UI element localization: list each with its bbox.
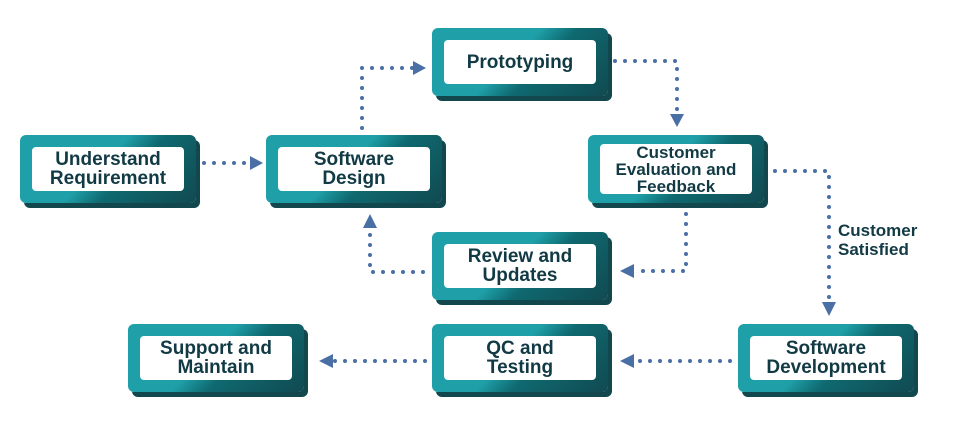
connector-prototyping-to-evaluation — [613, 59, 679, 116]
connector-evaluation-to-review — [632, 212, 688, 273]
arrow-evaluation-to-review — [620, 264, 634, 278]
node-qc-testing-inner: QC and Testing — [444, 336, 596, 380]
arrow-design-to-prototyping — [413, 61, 426, 75]
node-customer-evaluation: Customer Evaluation and Feedback — [588, 135, 764, 203]
node-support-maintain-inner: Support and Maintain — [140, 336, 292, 380]
node-customer-evaluation-inner: Customer Evaluation and Feedback — [600, 142, 752, 196]
node-software-development-label: Software Development — [766, 338, 886, 378]
arrow-prototyping-to-evaluation — [670, 114, 684, 127]
connector-evaluation-to-development — [773, 169, 831, 304]
node-review-updates: Review and Updates — [432, 232, 608, 300]
node-review-updates-inner: Review and Updates — [444, 244, 596, 288]
arrow-development-to-qc — [620, 354, 634, 368]
node-prototyping-inner: Prototyping — [444, 40, 596, 84]
node-understand-requirement: Understand Requirement — [20, 135, 196, 203]
node-customer-evaluation-label: Customer Evaluation and Feedback — [615, 142, 737, 196]
arrow-evaluation-to-development — [822, 302, 836, 316]
connector-review-to-design — [368, 226, 425, 274]
arrow-qc-to-support — [319, 354, 333, 368]
node-understand-requirement-inner: Understand Requirement — [32, 147, 184, 191]
node-software-design-label: Software Design — [313, 149, 395, 189]
node-prototyping-label: Prototyping — [466, 51, 574, 73]
node-support-maintain: Support and Maintain — [128, 324, 304, 392]
node-software-development: Software Development — [738, 324, 914, 392]
node-software-design-inner: Software Design — [278, 147, 430, 191]
node-qc-testing: QC and Testing — [432, 324, 608, 392]
arrow-understand-to-design — [250, 156, 263, 170]
arrow-review-to-design — [363, 214, 377, 228]
node-software-development-inner: Software Development — [750, 336, 902, 380]
node-software-design: Software Design — [266, 135, 442, 203]
node-qc-testing-label: QC and Testing — [486, 338, 554, 378]
edge-label-customer-satisfied: Customer Satisfied — [838, 221, 918, 259]
node-understand-requirement-label: Understand Requirement — [49, 149, 167, 189]
node-support-maintain-label: Support and Maintain — [160, 338, 272, 378]
node-prototyping: Prototyping — [432, 28, 608, 96]
connector-design-to-prototyping — [360, 66, 415, 130]
node-review-updates-label: Review and Updates — [467, 246, 573, 286]
